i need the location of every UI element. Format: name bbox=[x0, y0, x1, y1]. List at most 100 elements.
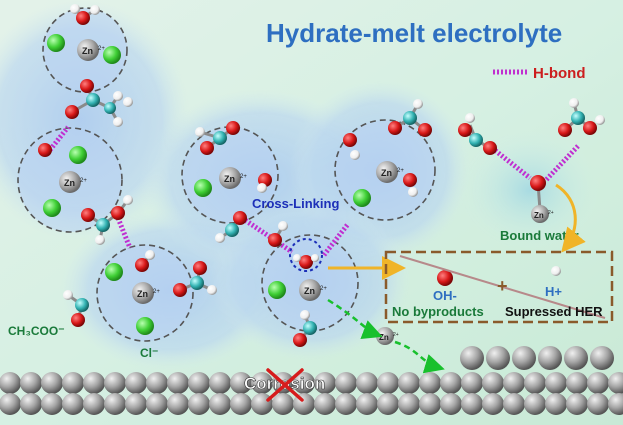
hydrogen-atom bbox=[113, 117, 123, 127]
hydrogen-atom bbox=[195, 127, 205, 137]
electrode-atom bbox=[146, 372, 168, 394]
carbon-atom bbox=[190, 276, 204, 290]
zinc-electrode bbox=[0, 372, 623, 415]
hydrogen-atom bbox=[408, 187, 418, 197]
zinc-ion: Zn 2+ bbox=[219, 167, 247, 189]
electrode-atom bbox=[62, 372, 84, 394]
hydrogen-atom bbox=[63, 290, 73, 300]
bound-water-label: Bound water bbox=[500, 228, 579, 243]
electrode-atom bbox=[419, 372, 441, 394]
electrode-atom bbox=[0, 372, 21, 394]
bound-water-arrow bbox=[555, 183, 586, 253]
zinc-ion: Zn 2+ bbox=[299, 279, 327, 301]
oxygen-atom bbox=[583, 121, 597, 135]
hydrogen-atom bbox=[123, 195, 133, 205]
electrode-atom bbox=[503, 393, 525, 415]
electrode-atom bbox=[230, 372, 252, 394]
chloride-ion bbox=[353, 189, 371, 207]
electrode-atom bbox=[335, 372, 357, 394]
carbon-atom bbox=[213, 131, 227, 145]
electrode-atom bbox=[545, 372, 567, 394]
electrode-atom bbox=[398, 372, 420, 394]
electrode-atom bbox=[587, 372, 609, 394]
electrode-atom bbox=[503, 372, 525, 394]
hydrogen-atoms bbox=[63, 4, 605, 320]
oxygen-atom bbox=[111, 206, 125, 220]
electrode-atom bbox=[482, 393, 504, 415]
electrode-atom bbox=[146, 393, 168, 415]
electrode-atom bbox=[251, 372, 273, 394]
corrosion-cross-icon bbox=[266, 368, 304, 402]
electrode-atom bbox=[440, 393, 462, 415]
electrode-atom bbox=[104, 393, 126, 415]
chloride-ion bbox=[69, 146, 87, 164]
svg-text:2+: 2+ bbox=[320, 286, 327, 292]
electrode-atom bbox=[62, 393, 84, 415]
electrode-atom bbox=[41, 393, 63, 415]
hydrogen-atom bbox=[350, 150, 360, 160]
svg-text:Zn: Zn bbox=[381, 168, 392, 178]
hydrogen-atom bbox=[207, 285, 217, 295]
oxygen-atom bbox=[483, 141, 497, 155]
zinc-deposition-path bbox=[394, 340, 445, 374]
electrode-atom bbox=[461, 393, 483, 415]
svg-text:2+: 2+ bbox=[397, 168, 404, 174]
hydrogen-atom bbox=[465, 113, 475, 123]
chloride-ion bbox=[103, 46, 121, 64]
electrode-atom bbox=[398, 393, 420, 415]
chloride-ion bbox=[43, 199, 61, 217]
electrode-atom bbox=[167, 372, 189, 394]
svg-text:Zn: Zn bbox=[137, 289, 148, 299]
oxygen-atom bbox=[81, 208, 95, 222]
hydrogen-atom bbox=[311, 254, 319, 262]
svg-text:2+: 2+ bbox=[240, 174, 247, 180]
oxygen-atom bbox=[458, 123, 472, 137]
chloride-ion bbox=[268, 281, 286, 299]
electrode-atom bbox=[587, 393, 609, 415]
svg-text:Zn: Zn bbox=[64, 178, 75, 188]
electrode-atom bbox=[356, 372, 378, 394]
oxygen-atom bbox=[293, 333, 307, 347]
hydrogen-atom bbox=[413, 99, 423, 109]
electrode-atom bbox=[440, 372, 462, 394]
oxygen-atom bbox=[403, 173, 417, 187]
deposited-zinc bbox=[460, 346, 614, 370]
hydrogen-atom bbox=[113, 91, 123, 101]
carbon-atom bbox=[403, 111, 417, 125]
chloride-label: Cl⁻ bbox=[140, 346, 158, 360]
hydrogen-atom bbox=[569, 98, 579, 108]
acetate-label: CH₃COO⁻ bbox=[8, 324, 65, 338]
zinc-ion: Zn 2+ bbox=[77, 39, 105, 61]
oxygen-atom bbox=[193, 261, 207, 275]
diagram-title: Hydrate-melt electrolyte bbox=[266, 18, 562, 48]
oxygen-atom bbox=[65, 105, 79, 119]
hydrogen-atom bbox=[215, 233, 225, 243]
electrode-atom bbox=[482, 372, 504, 394]
oxygen-atom bbox=[135, 258, 149, 272]
svg-text:Zn: Zn bbox=[82, 46, 93, 56]
electrode-atom bbox=[419, 393, 441, 415]
electrode-atom bbox=[209, 393, 231, 415]
svg-text:Zn: Zn bbox=[304, 286, 315, 296]
electrode-atom bbox=[524, 372, 546, 394]
hydrogen-atom bbox=[95, 235, 105, 245]
electrode-atom bbox=[167, 393, 189, 415]
electrode-atom bbox=[293, 372, 315, 394]
electrode-atom bbox=[41, 372, 63, 394]
electrode-atom bbox=[20, 372, 42, 394]
chloride-ion bbox=[194, 179, 212, 197]
electrode-atom bbox=[314, 393, 336, 415]
oxygen-atom bbox=[299, 255, 313, 269]
carbon-atom bbox=[104, 102, 116, 114]
svg-text:2+: 2+ bbox=[98, 46, 105, 52]
plus-sign: + bbox=[497, 276, 508, 296]
electrode-atom bbox=[335, 393, 357, 415]
chloride-ion bbox=[47, 34, 65, 52]
hydrogen-atom bbox=[300, 310, 310, 320]
hbond-legend: H-bond bbox=[493, 65, 585, 82]
electrode-atom bbox=[209, 372, 231, 394]
electrode-atom bbox=[356, 393, 378, 415]
electrode-atom bbox=[0, 393, 21, 415]
cross-linking-circle bbox=[289, 238, 323, 272]
